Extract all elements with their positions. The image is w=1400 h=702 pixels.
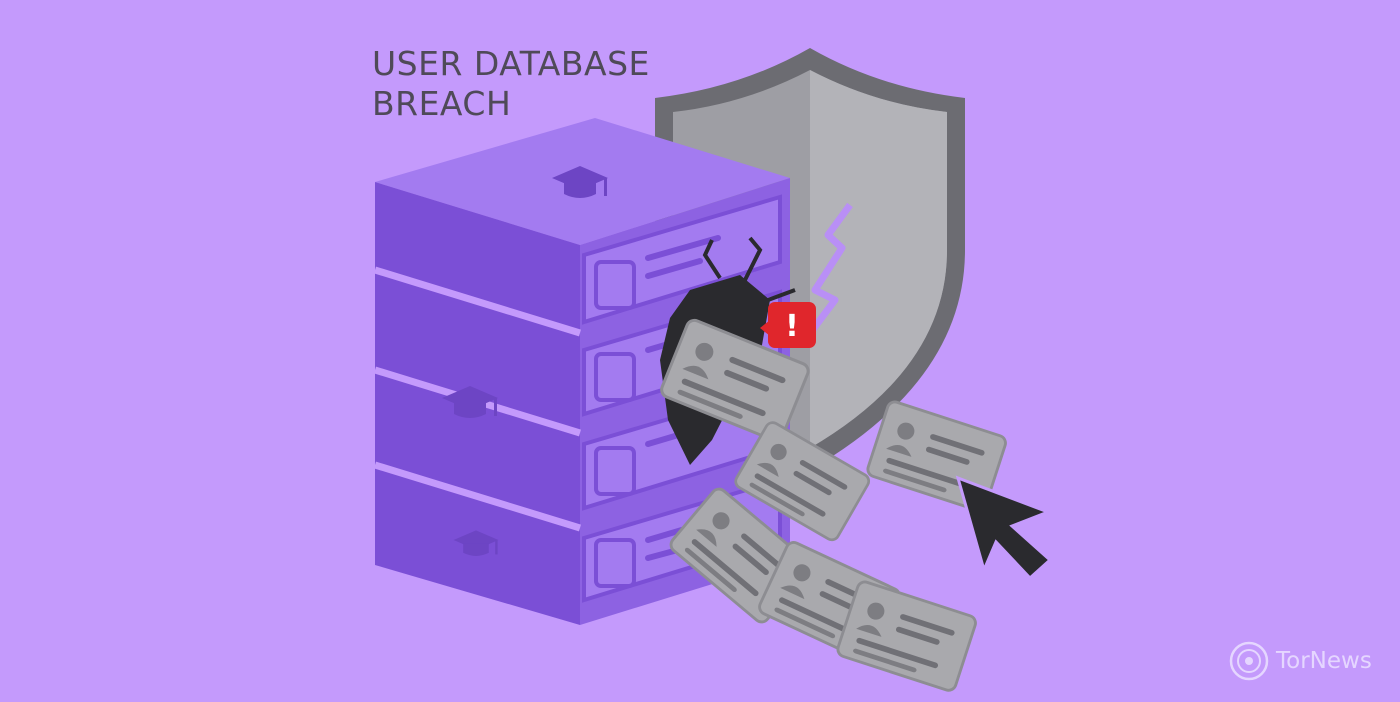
alert-icon: ! [760,302,816,348]
headline-line-2: BREACH [372,84,512,123]
watermark: TorNews [1228,640,1372,682]
spiral-logo-icon [1229,641,1269,681]
watermark-brand: TorNews [1276,648,1372,674]
user-profile-icon [594,260,636,588]
cursor-arrow-icon [955,475,1053,581]
alert-glyph: ! [785,309,799,344]
headline: USER DATABASE BREACH [372,44,650,124]
headline-line-1: USER DATABASE [372,44,650,83]
